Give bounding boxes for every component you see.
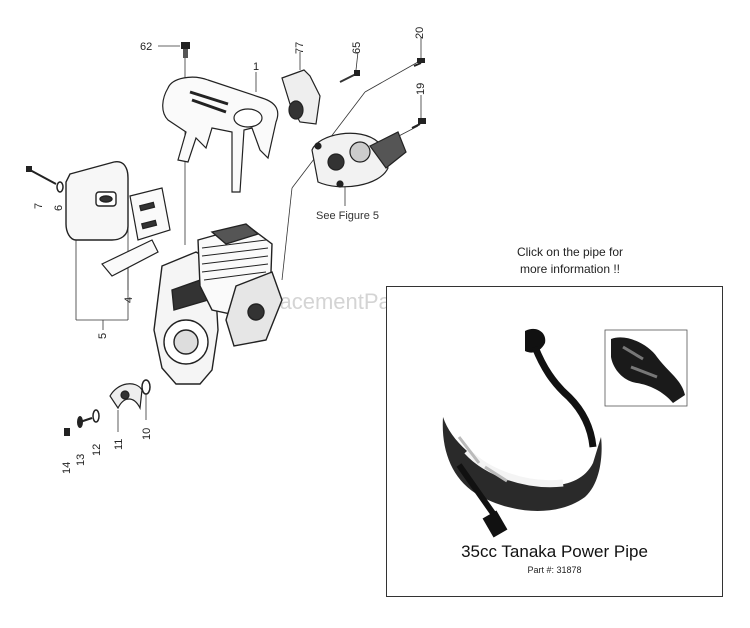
gasket-plate-icon [101, 187, 171, 277]
screw-19-icon [411, 118, 426, 129]
pipe-info-text: Click on the pipe for more information !… [470, 244, 670, 278]
screw-65-icon [339, 70, 360, 83]
callout-19: 19 [415, 83, 427, 95]
callout-13: 13 [75, 454, 87, 466]
callout-10: 10 [141, 428, 153, 440]
pipe-inset-photo [604, 329, 688, 407]
bolt-13-icon [77, 416, 93, 428]
callout-20: 20 [414, 27, 426, 39]
power-pipe-image[interactable] [387, 287, 724, 598]
washer-6-icon [56, 181, 64, 193]
pipe-title: 35cc Tanaka Power Pipe [461, 542, 648, 561]
callout-14: 14 [61, 462, 73, 474]
nut-14-icon [64, 428, 70, 436]
pipe-part-number: Part #: 31878 [527, 565, 582, 575]
pipe-info-line-1: Click on the pipe for [516, 245, 624, 259]
callout-11: 11 [113, 439, 125, 450]
power-pipe-panel[interactable]: 35cc Tanaka Power Pipe Part #: 31878 [386, 286, 723, 597]
callout-12: 12 [91, 444, 103, 456]
callout-65: 65 [351, 42, 363, 54]
callout-4: 4 [123, 297, 135, 303]
screw-20-icon [413, 58, 425, 67]
pipe-info-line-2: more information !! [519, 262, 621, 276]
starter-assembly-icon [311, 131, 407, 188]
callout-6: 6 [53, 205, 65, 211]
callout-77: 77 [294, 42, 306, 54]
callout-5: 5 [97, 333, 109, 339]
pipe-body [442, 328, 602, 538]
washer-10-icon [141, 379, 151, 395]
callout-7: 7 [33, 203, 45, 209]
callout-62: 62 [140, 41, 152, 53]
bolt-62-icon [181, 42, 190, 58]
guard-77-icon [281, 69, 321, 125]
bolt-7-icon [26, 166, 57, 185]
muffler-icon [65, 161, 129, 241]
callout-labels: 62 1 77 65 20 19 7 6 4 5 10 11 12 13 14 [33, 27, 427, 474]
clamp-11-icon [109, 383, 143, 411]
see-figure-label: See Figure 5 [316, 210, 379, 222]
washer-12-icon [92, 409, 100, 423]
engine-cover-icon [162, 76, 279, 193]
engine-block-icon [153, 223, 283, 385]
callout-1: 1 [253, 61, 259, 73]
